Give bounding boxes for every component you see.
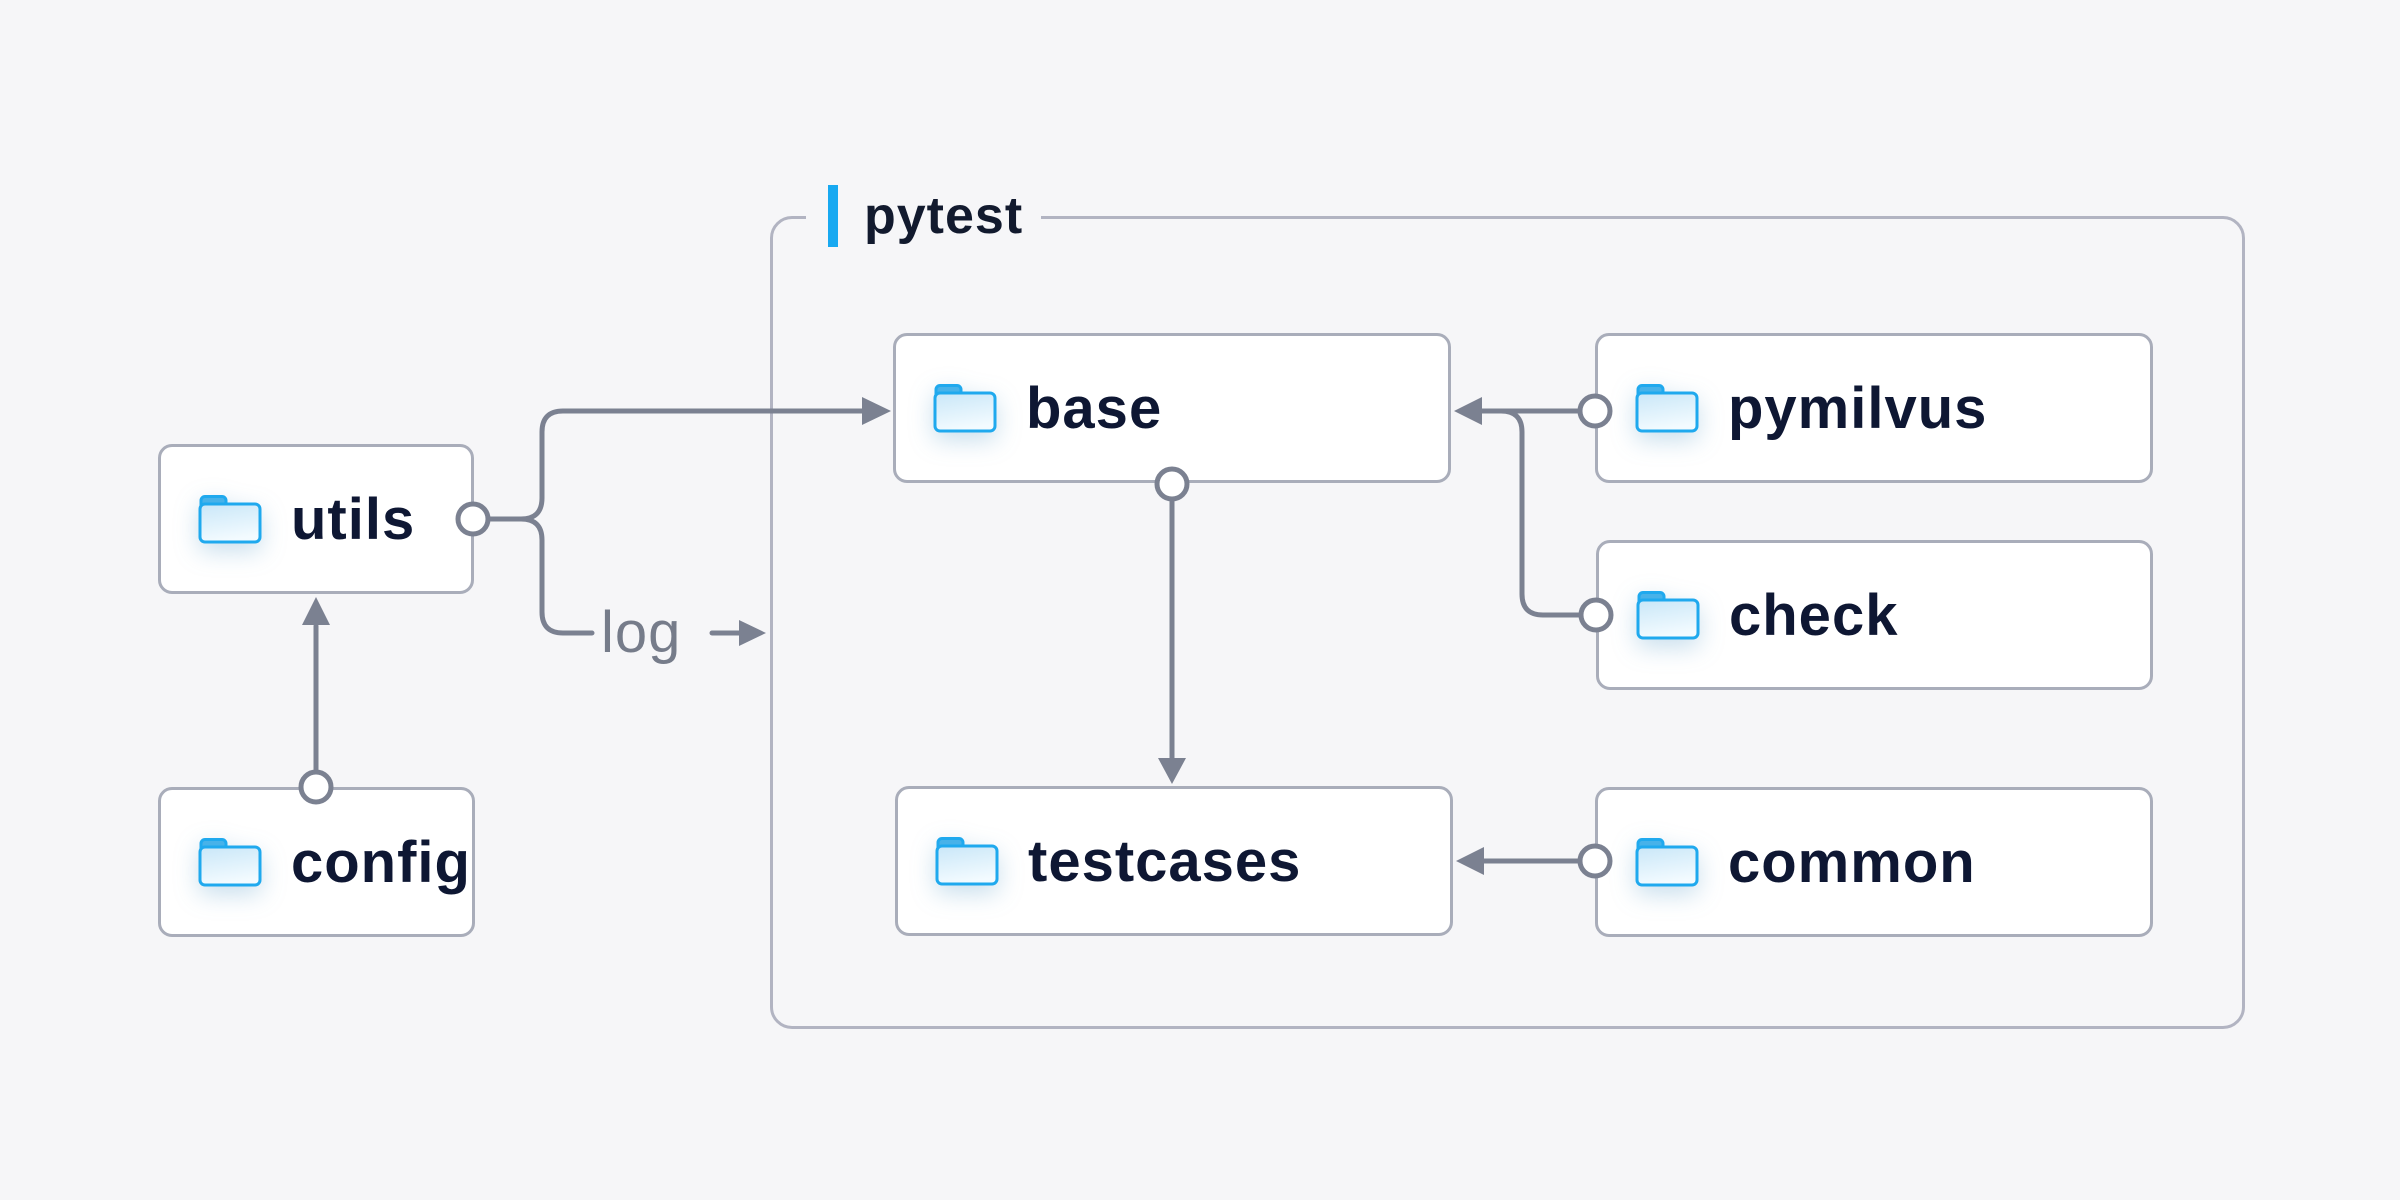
pytest-group-title: pytest: [864, 187, 1024, 245]
edge-label-log: log: [601, 600, 682, 665]
pytest-group-frame: [770, 216, 2245, 1029]
node-label: config: [291, 829, 471, 895]
node-label: utils: [291, 486, 416, 552]
node-utils[interactable]: utils: [158, 444, 474, 594]
node-label: common: [1728, 829, 1976, 895]
node-common[interactable]: common: [1595, 787, 2153, 937]
node-label: testcases: [1028, 828, 1302, 894]
node-label: check: [1729, 582, 1899, 648]
node-pymilvus[interactable]: pymilvus: [1595, 333, 2153, 483]
edge-utils-log: [518, 516, 595, 636]
folder-icon: [1636, 591, 1700, 640]
folder-icon: [935, 837, 999, 886]
folder-icon: [1635, 384, 1699, 433]
node-base[interactable]: base: [893, 333, 1451, 483]
folder-icon: [198, 838, 262, 887]
node-label: base: [1026, 375, 1163, 441]
node-label: pymilvus: [1728, 375, 1988, 441]
node-check[interactable]: check: [1596, 540, 2153, 690]
arrowhead-log: [739, 620, 766, 646]
folder-icon: [198, 495, 262, 544]
node-testcases[interactable]: testcases: [895, 786, 1453, 936]
accent-bar: [828, 185, 838, 247]
folder-icon: [1635, 838, 1699, 887]
folder-icon: [933, 384, 997, 433]
node-config[interactable]: config: [158, 787, 475, 937]
pytest-group-label: pytest: [806, 183, 1042, 249]
arrowhead-into-utils: [302, 597, 330, 625]
